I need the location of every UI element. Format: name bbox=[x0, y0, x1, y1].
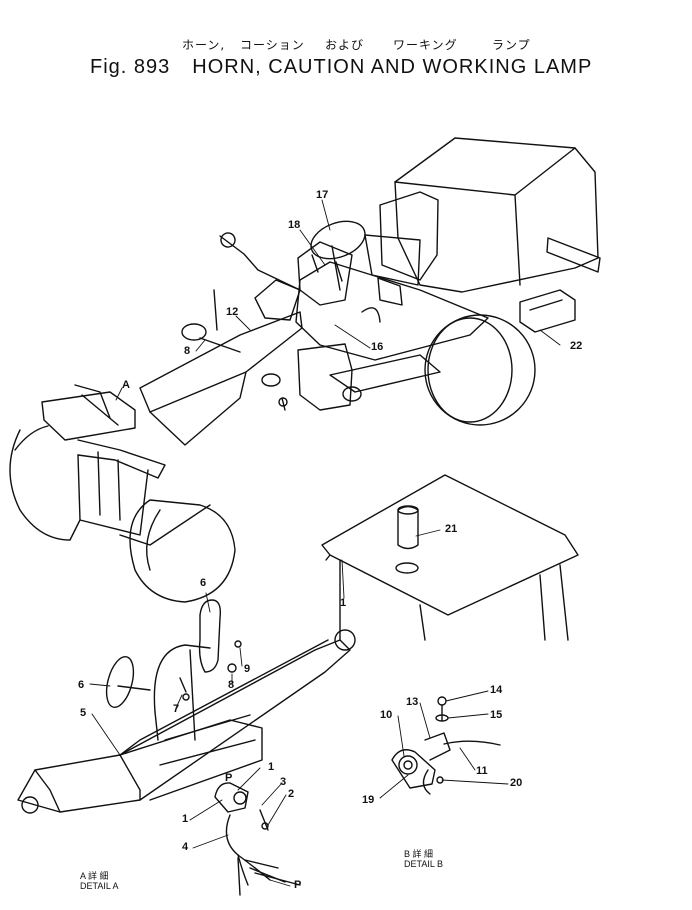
japanese-title: ホーン, コーション および ワーキング ランプ bbox=[0, 36, 692, 56]
callout-p-upper: P bbox=[225, 772, 233, 784]
callout-1-cab: 1 bbox=[340, 597, 347, 609]
figure-caption: HORN, CAUTION AND WORKING LAMP bbox=[192, 56, 593, 78]
kana-and: および bbox=[325, 38, 365, 52]
detail-a-label: DETAIL A bbox=[80, 881, 119, 891]
callout-11: 11 bbox=[476, 765, 488, 777]
figure-title: Fig. 893 HORN, CAUTION AND WORKING LAMP bbox=[90, 56, 592, 79]
kana-horn: ホーン, bbox=[182, 38, 226, 52]
callout-22: 22 bbox=[570, 340, 583, 352]
callout-21: 21 bbox=[445, 523, 458, 535]
callout-17: 17 bbox=[316, 189, 329, 201]
detail-a-assembly bbox=[17, 599, 356, 896]
callout-10: 10 bbox=[380, 709, 393, 721]
callout-8-detail: 8 bbox=[228, 679, 235, 691]
kana-lamp: ランプ bbox=[492, 38, 531, 52]
callout-8-main: 8 bbox=[184, 345, 191, 357]
callout-4: 4 bbox=[182, 841, 189, 853]
callout-6-left: 6 bbox=[78, 679, 85, 691]
callout-16: 16 bbox=[371, 341, 384, 353]
callout-19: 19 bbox=[362, 794, 375, 806]
leader-lines bbox=[89, 199, 561, 887]
callout-a-ref: A bbox=[122, 379, 130, 391]
callout-1-horn-top: 1 bbox=[268, 761, 275, 773]
kana-working: ワーキング bbox=[393, 38, 458, 52]
kana-caution: コーション bbox=[240, 38, 305, 52]
callout-6-upper: 6 bbox=[200, 577, 207, 589]
callout-3: 3 bbox=[280, 776, 287, 788]
callout-7: 7 bbox=[173, 703, 180, 715]
callout-5: 5 bbox=[80, 707, 87, 719]
callout-18: 18 bbox=[288, 219, 301, 231]
callout-9: 9 bbox=[244, 663, 251, 675]
detail-b-ref: B 詳 細 bbox=[404, 849, 434, 859]
callout-15: 15 bbox=[490, 709, 503, 721]
detail-b-label: DETAIL B bbox=[404, 859, 444, 869]
callout-13: 13 bbox=[406, 696, 419, 708]
grader-machine bbox=[9, 137, 601, 603]
callout-1-horn-left: 1 bbox=[182, 813, 189, 825]
callout-20: 20 bbox=[510, 777, 523, 789]
detail-b-assembly bbox=[391, 696, 501, 795]
figure-number: Fig. 893 bbox=[90, 56, 171, 78]
detail-a-ref: A 詳 細 bbox=[80, 871, 109, 881]
cab-roof bbox=[321, 474, 579, 641]
callout-p-lower: P bbox=[294, 879, 302, 891]
callout-14: 14 bbox=[490, 684, 503, 696]
callout-12: 12 bbox=[226, 306, 239, 318]
callout-2: 2 bbox=[288, 788, 295, 800]
